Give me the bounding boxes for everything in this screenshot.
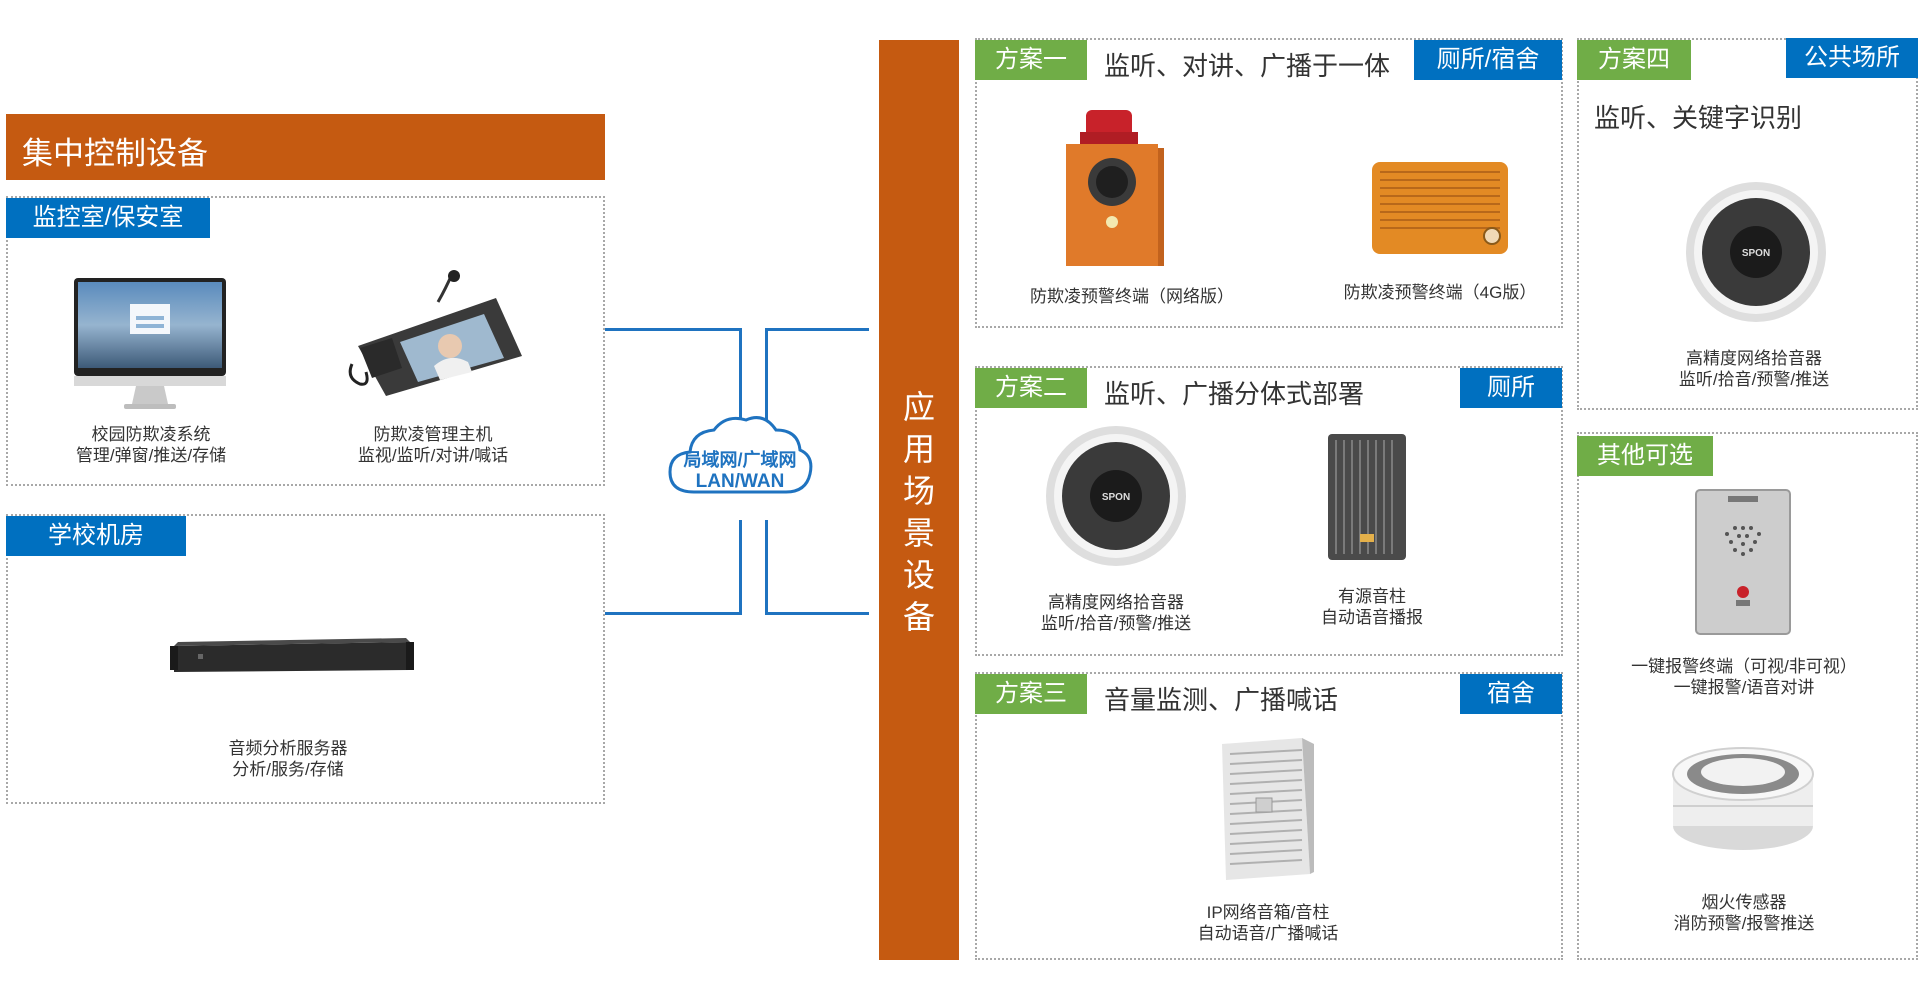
plan2-place-tag: 厕所 xyxy=(1460,368,1562,408)
scene-bar-char: 场 xyxy=(902,473,935,509)
management-host-name: 防欺凌管理主机 xyxy=(373,425,493,444)
link-line xyxy=(765,328,869,331)
audio-server-caption: 音频分析服务器 分析/服务/存储 xyxy=(229,738,348,780)
campus-system-caption: 校园防欺凌系统 管理/弹窗/推送/存储 xyxy=(76,424,226,466)
smoke-sensor-caption: 烟火传感器 消防预警/报警推送 xyxy=(1674,892,1815,934)
plan3-panel xyxy=(975,672,1563,960)
alarm-terminal-desc: 一键报警/语音对讲 xyxy=(1673,678,1815,697)
pickup-mic-name: 高精度网络拾音器 xyxy=(1047,593,1184,612)
ip-speaker-caption: IP网络音箱/音柱 自动语音/广播喊话 xyxy=(1198,902,1339,944)
plan1-place-tag: 厕所/宿舍 xyxy=(1414,40,1562,80)
link-line xyxy=(739,520,742,615)
pickup-mic-caption: 高精度网络拾音器 监听/拾音/预警/推送 xyxy=(1041,592,1191,634)
pickup-mic-plan4-name: 高精度网络拾音器 xyxy=(1685,349,1822,368)
warning-terminal-4g-device xyxy=(1368,160,1512,258)
plan4-tag: 方案四 xyxy=(1577,40,1691,80)
warning-terminal-network-name: 防欺凌预警终端（网络版） xyxy=(1030,287,1234,306)
brand-logo-text: SPON xyxy=(1742,248,1770,259)
other-panel xyxy=(1577,432,1918,960)
campus-system-computer xyxy=(72,276,228,412)
active-speaker-desc: 自动语音播报 xyxy=(1321,608,1423,627)
link-line xyxy=(739,328,742,422)
control-header-title: 集中控制设备 xyxy=(22,136,208,171)
network-label-en: LAN/WAN xyxy=(695,471,785,492)
plan2-title: 监听、广播分体式部署 xyxy=(1104,379,1365,409)
plan2-panel xyxy=(975,366,1563,656)
audio-server-name: 音频分析服务器 xyxy=(228,739,348,758)
link-line xyxy=(765,612,869,615)
plan1-title: 监听、对讲、广播于一体 xyxy=(1104,51,1391,81)
plan1-panel xyxy=(975,38,1563,328)
link-line xyxy=(605,612,741,615)
plan4-title: 监听、关键字识别 xyxy=(1594,103,1803,133)
ip-speaker-name: IP网络音箱/音柱 xyxy=(1206,903,1330,922)
campus-system-name: 校园防欺凌系统 xyxy=(91,425,211,444)
alarm-terminal-device xyxy=(1694,488,1792,636)
pickup-mic-desc: 监听/拾音/预警/推送 xyxy=(1040,614,1192,633)
warning-terminal-network-caption: 防欺凌预警终端（网络版） xyxy=(1030,286,1234,307)
plan4-place-tag: 公共场所 xyxy=(1786,38,1918,78)
link-line xyxy=(765,328,768,422)
management-host-caption: 防欺凌管理主机 监视/监听/对讲/喊话 xyxy=(358,424,508,466)
cloud-icon xyxy=(664,412,816,502)
network-label: 局域网/广域网 LAN/WAN xyxy=(664,450,816,492)
scene-bar-char: 备 xyxy=(902,599,935,635)
pickup-mic-plan4-caption: 高精度网络拾音器 监听/拾音/预警/推送 xyxy=(1679,348,1829,390)
plan3-title: 音量监测、广播喊话 xyxy=(1104,685,1339,715)
ip-speaker-desc: 自动语音/广播喊话 xyxy=(1197,924,1339,943)
control-header: 集中控制设备 xyxy=(6,114,605,180)
other-tag: 其他可选 xyxy=(1577,436,1713,476)
plan3-place-tag: 宿舍 xyxy=(1460,674,1562,714)
management-host-device xyxy=(346,268,524,396)
pickup-mic-device: SPON xyxy=(1044,424,1188,568)
brand-logo-text: SPON xyxy=(1102,492,1130,503)
scene-bar-char: 应 xyxy=(902,389,935,425)
link-line xyxy=(605,328,741,331)
server-room-panel xyxy=(6,514,605,804)
network-label-cn: 局域网/广域网 xyxy=(683,450,797,470)
active-speaker-name: 有源音柱 xyxy=(1338,587,1406,606)
alarm-terminal-caption: 一键报警终端（可视/非可视） 一键报警/语音对讲 xyxy=(1631,656,1857,698)
alarm-terminal-name: 一键报警终端（可视/非可视） xyxy=(1631,657,1857,676)
management-host-desc: 监视/监听/对讲/喊话 xyxy=(357,446,509,465)
plan2-tag: 方案二 xyxy=(975,368,1087,408)
link-line xyxy=(765,520,768,615)
audio-server-device xyxy=(170,636,414,678)
audio-server-desc: 分析/服务/存储 xyxy=(232,760,344,779)
plan1-tag: 方案一 xyxy=(975,40,1087,80)
scene-bar-char: 用 xyxy=(902,431,935,467)
pickup-mic-plan4-desc: 监听/拾音/预警/推送 xyxy=(1678,370,1830,389)
monitor-room-panel xyxy=(6,196,605,486)
warning-terminal-4g-caption: 防欺凌预警终端（4G版） xyxy=(1344,282,1537,303)
smoke-sensor-device xyxy=(1670,734,1816,854)
active-speaker-column-device xyxy=(1320,432,1414,564)
scene-bar: 应 用 场 景 设 备 xyxy=(879,40,959,960)
warning-terminal-network-device xyxy=(1058,110,1164,270)
pickup-mic-device-plan4: SPON xyxy=(1684,180,1828,324)
smoke-sensor-name: 烟火传感器 xyxy=(1701,893,1787,912)
plan3-tag: 方案三 xyxy=(975,674,1087,714)
ip-speaker-device xyxy=(1216,736,1316,882)
server-room-tag: 学校机房 xyxy=(6,516,186,556)
scene-bar-char: 景 xyxy=(902,515,935,551)
campus-system-desc: 管理/弹窗/推送/存储 xyxy=(75,446,227,465)
warning-terminal-4g-name: 防欺凌预警终端（4G版） xyxy=(1343,283,1537,302)
smoke-sensor-desc: 消防预警/报警推送 xyxy=(1673,914,1815,933)
monitor-room-tag: 监控室/保安室 xyxy=(6,198,210,238)
scene-bar-char: 设 xyxy=(902,557,935,593)
plan4-panel xyxy=(1577,38,1918,410)
active-speaker-caption: 有源音柱 自动语音播报 xyxy=(1321,586,1423,628)
